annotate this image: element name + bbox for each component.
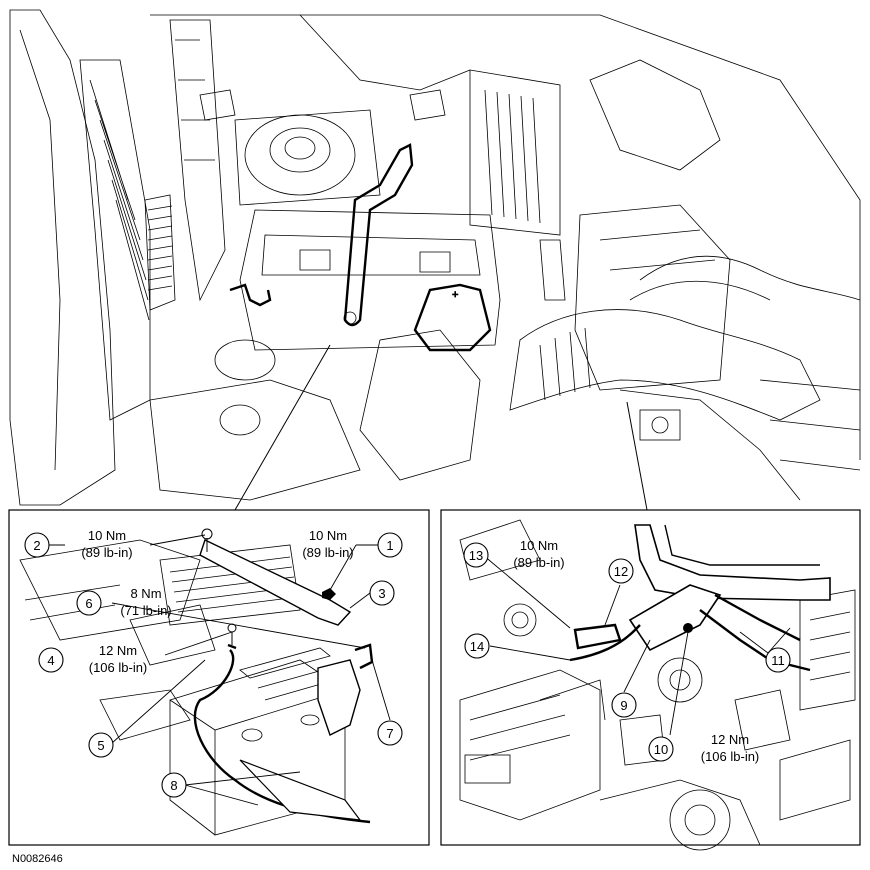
callout-4: 4 12 Nm (106 lb-in) [38,643,148,675]
torque-label: 12 Nm [711,732,749,747]
svg-text:13: 13 [469,548,483,563]
callout-5: 5 [88,732,114,758]
callout-6: 6 8 Nm (71 lb-in) [76,586,172,618]
svg-text:4: 4 [47,653,54,668]
torque-label: 10 Nm [88,528,126,543]
torque-label: 10 Nm [520,538,558,553]
callout-8: 8 [161,772,187,798]
svg-text:6: 6 [85,596,92,611]
callout-7: 7 [377,720,403,746]
coolant-hose-bundle [634,524,831,601]
callout-2: 2 10 Nm (89 lb-in) [24,528,133,560]
callout-10: 10 12 Nm (106 lb-in) [648,732,760,764]
torque-label: 12 Nm [99,643,137,658]
svg-text:10: 10 [654,742,668,757]
svg-text:2: 2 [33,538,40,553]
right-inset-illustration [459,519,856,851]
torque-label: 10 Nm [309,528,347,543]
module-box [469,69,561,236]
torque-alt-label: (71 lb-in) [120,603,171,618]
callout-12: 12 [608,558,634,584]
torque-alt-label: (89 lb-in) [513,555,564,570]
leader-to-right-inset [626,401,648,511]
svg-text:9: 9 [620,698,627,713]
callout-11: 11 [765,647,791,673]
svg-text:8: 8 [170,778,177,793]
callout-13: 13 10 Nm (89 lb-in) [463,538,565,570]
battery-main-view: + [229,209,501,352]
svg-text:12: 12 [614,564,628,579]
torque-alt-label: (106 lb-in) [701,749,760,764]
leader-to-left-inset [234,344,331,511]
svg-text:1: 1 [386,538,393,553]
figure-id: N0082646 [12,853,63,865]
svg-text:5: 5 [97,738,104,753]
svg-text:14: 14 [470,639,484,654]
svg-text:11: 11 [771,653,785,668]
torque-alt-label: (89 lb-in) [302,545,353,560]
right-inset: 13 10 Nm (89 lb-in) 12 14 11 9 10 12 Nm … [440,509,861,851]
torque-alt-label: (106 lb-in) [89,660,148,675]
radiator-grille [79,59,176,421]
torque-alt-label: (89 lb-in) [81,545,132,560]
positive-terminal-cover [317,659,361,736]
svg-text:3: 3 [378,586,385,601]
callout-9: 9 [611,692,637,718]
left-inset: 1 10 Nm (89 lb-in) 2 10 Nm (89 lb-in) 3 … [8,509,430,846]
callout-3: 3 [369,580,395,606]
svg-text:+: + [452,289,458,301]
torque-label: 8 Nm [130,586,161,601]
positive-battery-cable [628,584,722,652]
callout-1: 1 10 Nm (89 lb-in) [302,528,403,560]
engine-bay-illustration: + [9,9,861,506]
strut-tower [234,109,381,206]
svg-text:7: 7 [386,726,393,741]
callout-14: 14 [464,633,490,659]
